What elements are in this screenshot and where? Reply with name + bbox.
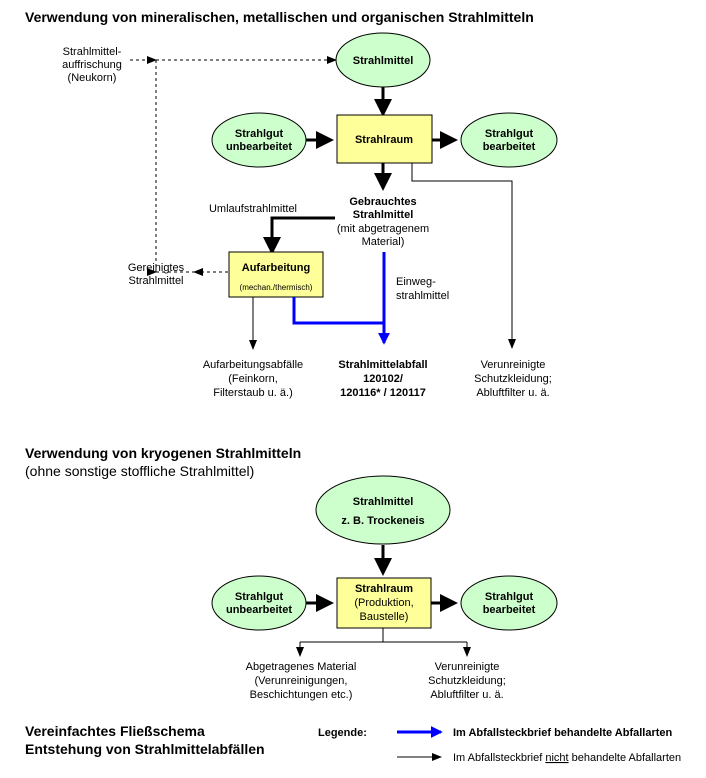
svg-text:Gereinigtes: Gereinigtes: [128, 262, 185, 274]
umlauf-label: Umlaufstrahlmittel: [209, 203, 297, 215]
blue-arrows: [292, 252, 390, 345]
strahlmittel-trockeneis-ellipse: Strahlmittel z. B. Trockeneis: [315, 475, 451, 545]
aufarbeitung-box: Aufarbeitung (mechan./thermisch): [228, 251, 324, 298]
svg-text:Strahlgut: Strahlgut: [235, 128, 284, 140]
strahlraum-box: Strahlraum: [336, 114, 433, 164]
svg-text:Aufarbeitungsabfälle: Aufarbeitungsabfälle: [203, 359, 303, 371]
neukorn-label: Strahlmittel- auffrischung (Neukorn): [62, 46, 122, 84]
svg-text:120102/: 120102/: [363, 373, 403, 385]
einweg-label: Einweg- strahlmittel: [396, 276, 449, 302]
legend-blue-text: Im Abfallsteckbrief behandelte Abfallart…: [453, 727, 673, 739]
svg-text:Abluftfilter u. ä.: Abluftfilter u. ä.: [476, 387, 549, 399]
svg-text:Strahlraum: Strahlraum: [355, 583, 413, 595]
aufarbeitungsabfaelle-label: Aufarbeitungsabfälle (Feinkorn, Filterst…: [203, 359, 303, 399]
svg-text:Strahlgut: Strahlgut: [235, 591, 284, 603]
svg-text:Strahlmittel: Strahlmittel: [128, 275, 183, 287]
svg-text:Strahlmittel: Strahlmittel: [353, 496, 414, 508]
svg-text:Filterstaub u. ä.): Filterstaub u. ä.): [213, 387, 292, 399]
strahlmittel-ellipse: Strahlmittel: [335, 32, 431, 88]
abgetragenes-material-label: Abgetragenes Material (Verunreinigungen,…: [246, 661, 357, 701]
gebrauchtes-strahlmittel-label: Gebrauchtes Strahlmittel (mit abgetragen…: [337, 196, 429, 248]
section2-title: Verwendung von kryogenen Strahlmitteln: [25, 445, 301, 461]
svg-text:bearbeitet: bearbeitet: [483, 141, 536, 153]
svg-text:Material): Material): [362, 236, 405, 248]
section2-subtitle: (ohne sonstige stoffliche Strahlmittel): [25, 463, 254, 479]
svg-text:Strahlmittel: Strahlmittel: [353, 55, 414, 67]
svg-text:Strahlraum: Strahlraum: [355, 134, 413, 146]
svg-text:bearbeitet: bearbeitet: [483, 604, 536, 616]
svg-text:Abluftfilter u. ä.: Abluftfilter u. ä.: [430, 689, 503, 701]
legend-label: Legende:: [318, 727, 367, 739]
svg-text:Strahlgut: Strahlgut: [485, 128, 534, 140]
svg-text:z. B. Trockeneis: z. B. Trockeneis: [341, 515, 424, 527]
svg-text:Verunreinigte: Verunreinigte: [481, 359, 546, 371]
svg-text:Strahlmittel: Strahlmittel: [353, 209, 414, 221]
svg-text:Strahlmittelabfall: Strahlmittelabfall: [338, 359, 427, 371]
svg-text:Beschichtungen etc.): Beschichtungen etc.): [250, 689, 353, 701]
strahlmittelabfall-label: Strahlmittelabfall 120102/ 120116* / 120…: [338, 359, 427, 399]
svg-text:120116* / 120117: 120116* / 120117: [340, 387, 426, 399]
svg-text:(Verunreinigungen,: (Verunreinigungen,: [255, 675, 348, 687]
svg-text:unbearbeitet: unbearbeitet: [226, 604, 292, 616]
svg-text:(Feinkorn,: (Feinkorn,: [228, 373, 278, 385]
svg-text:Strahlmittel-: Strahlmittel-: [63, 46, 122, 58]
legend-black-text: Im Abfallsteckbrief nicht behandelte Abf…: [453, 752, 681, 764]
svg-text:Schutzkleidung;: Schutzkleidung;: [474, 373, 552, 385]
svg-text:Abgetragenes Material: Abgetragenes Material: [246, 661, 357, 673]
svg-text:Vereinfachtes Fließschema: Vereinfachtes Fließschema: [25, 723, 205, 739]
svg-text:strahlmittel: strahlmittel: [396, 290, 449, 302]
svg-text:(Neukorn): (Neukorn): [68, 72, 117, 84]
svg-text:(Produktion,: (Produktion,: [354, 597, 413, 609]
svg-text:Entstehung von Strahlmittelabf: Entstehung von Strahlmittelabfällen: [25, 741, 265, 757]
svg-text:Gebrauchtes: Gebrauchtes: [349, 196, 416, 208]
svg-text:unbearbeitet: unbearbeitet: [226, 141, 292, 153]
verunreinigt-label-2: Verunreinigte Schutzkleidung; Abluftfilt…: [428, 661, 506, 701]
strahlgut-unbearbeitet-ellipse: Strahlgut unbearbeitet: [211, 112, 307, 168]
svg-text:Schutzkleidung;: Schutzkleidung;: [428, 675, 506, 687]
strahlgut-bearbeitet-ellipse: Strahlgut bearbeitet: [460, 112, 558, 168]
footer-title: Vereinfachtes Fließschema Entstehung von…: [25, 723, 265, 757]
strahlraum-box-2: Strahlraum (Produktion, Baustelle): [336, 577, 432, 629]
arrow-umlauf: [263, 216, 335, 255]
gereinigtes-strahlmittel-label: Gereinigtes Strahlmittel: [128, 262, 185, 287]
svg-text:(mechan./thermisch): (mechan./thermisch): [240, 283, 313, 292]
svg-text:(mit abgetragenem: (mit abgetragenem: [337, 223, 429, 235]
svg-text:Strahlgut: Strahlgut: [485, 591, 534, 603]
svg-text:auffrischung: auffrischung: [62, 59, 122, 71]
svg-text:Einweg-: Einweg-: [396, 276, 436, 288]
neukorn-dashed-arrow: [130, 56, 337, 276]
section1-title: Verwendung von mineralischen, metallisch…: [25, 9, 534, 25]
arrow-fork: [296, 628, 471, 657]
arrow-strahlraum-verunreinigt: [411, 163, 516, 349]
strahlgut-unbearbeitet-ellipse-2: Strahlgut unbearbeitet: [211, 575, 307, 631]
svg-text:Verunreinigte: Verunreinigte: [435, 661, 500, 673]
svg-text:Baustelle): Baustelle): [360, 611, 409, 623]
strahlgut-bearbeitet-ellipse-2: Strahlgut bearbeitet: [460, 575, 558, 631]
verunreinigt-label-1: Verunreinigte Schutzkleidung; Abluftfilt…: [474, 359, 552, 399]
svg-text:Aufarbeitung: Aufarbeitung: [242, 262, 310, 274]
